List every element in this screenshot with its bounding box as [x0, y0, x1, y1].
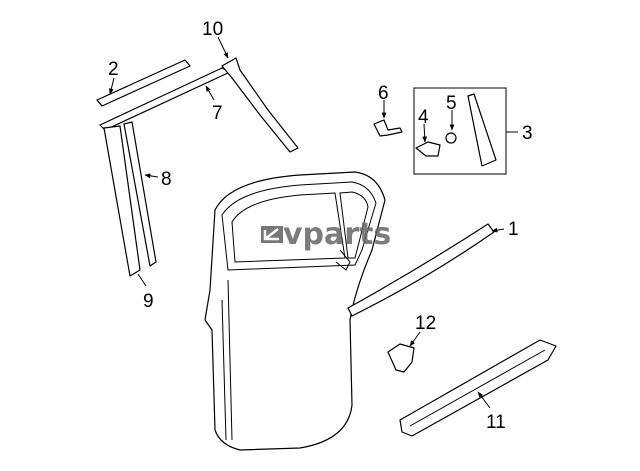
- callout-4: 4: [418, 107, 429, 128]
- part-9-pillar-applique: [103, 125, 141, 277]
- part-12-clip: [387, 343, 415, 373]
- part-3-box: [413, 87, 507, 175]
- part-6-bolt: [373, 119, 403, 137]
- vparts-watermark: vparts: [261, 217, 391, 252]
- callout-9: 9: [143, 291, 154, 312]
- callout-1: 1: [508, 219, 519, 240]
- part-5-grommet: [445, 132, 457, 144]
- part-3-quarter-glass: [467, 93, 497, 167]
- callout-8: 8: [161, 169, 172, 190]
- part-4-clip: [415, 141, 441, 157]
- part-10-weatherstrip: [221, 57, 299, 153]
- callout-12: 12: [415, 313, 436, 334]
- callout-5: 5: [446, 93, 457, 114]
- callout-7: 7: [212, 103, 223, 124]
- callout-2: 2: [108, 59, 119, 80]
- part-8-pillar-molding: [123, 121, 157, 267]
- callout-11: 11: [486, 412, 506, 433]
- callout-3: 3: [522, 123, 533, 144]
- part-2-molding: [96, 59, 191, 107]
- callout-10: 10: [202, 19, 223, 40]
- rear-door: [204, 171, 386, 451]
- callout-6: 6: [378, 83, 389, 104]
- watermark-text: vparts: [283, 217, 391, 252]
